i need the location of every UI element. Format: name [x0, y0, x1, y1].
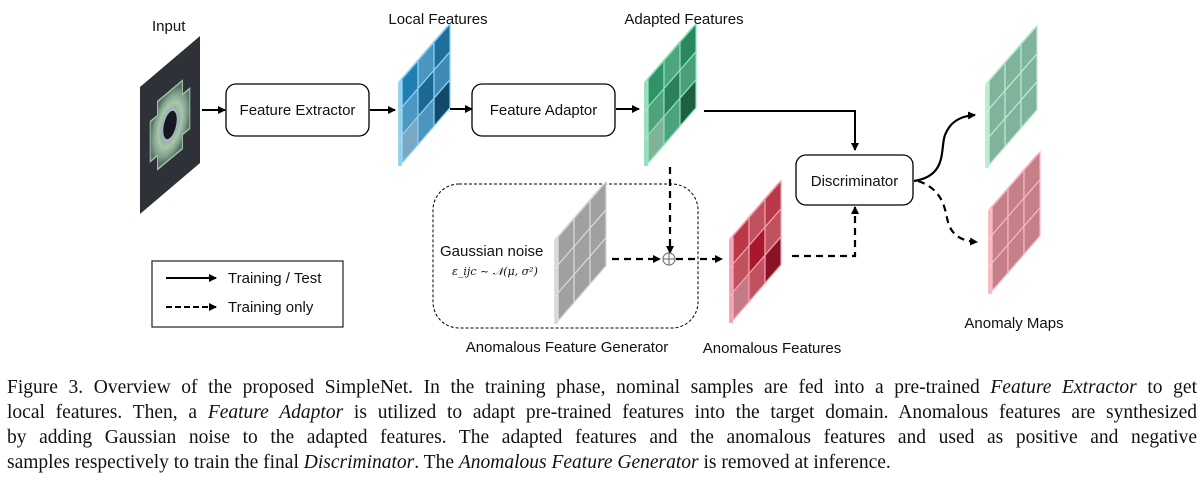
grid-side-segment	[397, 109, 403, 139]
caption-line: Figure 3. Overview of the proposed Simpl…	[7, 375, 1197, 400]
grid-side-segment	[728, 266, 734, 296]
anomalous-anomaly-map-grid	[987, 150, 1041, 295]
input-image	[140, 36, 200, 214]
arrow-anomalous-to-discriminator	[792, 206, 859, 258]
add-operator-icon	[662, 252, 676, 266]
caption-text: to get	[1136, 377, 1197, 398]
grid-side-segment	[984, 111, 990, 141]
legend: Training / Test Training only	[151, 260, 344, 328]
caption-text: is removed at inference.	[698, 452, 891, 473]
legend-dashed-label: Training only	[228, 299, 314, 316]
feature-adaptor-label: Feature Adaptor	[490, 102, 598, 119]
anomaly-maps-label: Anomaly Maps	[964, 315, 1063, 332]
legend-solid-label: Training / Test	[228, 270, 322, 287]
caption-text: samples respectively to train the final	[7, 452, 304, 473]
caption-text: is utilized to adapt pre-trained feature…	[343, 402, 1197, 423]
input-image-part	[149, 79, 191, 171]
grid-side-segment	[553, 267, 559, 297]
caption-emphasis: Feature Extractor	[990, 377, 1137, 398]
anomalous-feature-generator-label: Anomalous Feature Generator	[466, 339, 669, 356]
grid-cell	[433, 78, 451, 128]
noise-formula: ε_ijc ~ 𝒩(μ, σ²)	[452, 265, 538, 278]
adapted-features-label: Adapted Features	[624, 11, 743, 28]
discriminator-box: Discriminator	[795, 154, 914, 206]
feature-adaptor-box: Feature Adaptor	[471, 83, 616, 137]
grid-side-segment	[553, 239, 559, 269]
grid-side-segment	[987, 209, 993, 239]
caption-emphasis: Discriminator	[303, 452, 415, 473]
grid-side-segment	[643, 109, 649, 139]
figure-caption: Figure 3. Overview of the proposed Simpl…	[7, 375, 1197, 475]
simplenet-diagram: Input Feature Extractor Local Features F…	[140, 11, 1064, 357]
legend-box	[151, 260, 344, 328]
grid-side-segment	[643, 137, 649, 167]
caption-line: samples respectively to train the final …	[7, 450, 1197, 475]
grid-side-segment	[984, 139, 990, 169]
feature-extractor-label: Feature Extractor	[240, 102, 356, 119]
feature-extractor-box: Feature Extractor	[225, 83, 370, 137]
anomalous-features-grid	[728, 179, 782, 324]
grid-side-segment	[987, 237, 993, 267]
grid-side-segment	[728, 238, 734, 268]
caption-text: Figure 3. Overview of the proposed Simpl…	[7, 377, 991, 398]
input-label: Input	[152, 18, 186, 35]
grid-side-segment	[987, 265, 993, 295]
caption-text: local features. Then, a	[7, 402, 208, 423]
grid-side-segment	[553, 295, 559, 325]
grid-side-segment	[984, 83, 990, 113]
grid-cell	[764, 235, 782, 285]
local-features-label: Local Features	[388, 11, 487, 28]
discriminator-label: Discriminator	[811, 173, 899, 190]
grid-side-segment	[397, 81, 403, 111]
arrow-discriminator-to-normal-map	[913, 111, 976, 183]
caption-emphasis: Anomalous Feature Generator	[458, 452, 699, 473]
caption-line: local features. Then, a Feature Adaptor …	[7, 400, 1197, 425]
caption-emphasis: Feature Adaptor	[207, 402, 344, 423]
grid-side-segment	[397, 137, 403, 167]
caption-text: . The	[414, 452, 459, 473]
grid-cell	[679, 78, 697, 128]
caption-line: by adding Gaussian noise to the adapted …	[7, 425, 1197, 450]
adapted-features-grid	[643, 22, 697, 167]
arrow-discriminator-to-anomaly-map	[917, 179, 978, 246]
gaussian-noise-grid	[553, 180, 607, 325]
anomalous-features-label: Anomalous Features	[703, 340, 841, 357]
grid-side-segment	[728, 294, 734, 324]
grid-cell	[1023, 206, 1041, 256]
anomalous-feature-generator-box	[432, 183, 699, 329]
caption-text: by adding Gaussian noise to the adapted …	[7, 427, 1197, 448]
grid-cell	[589, 236, 607, 286]
gaussian-noise-label: Gaussian noise	[440, 243, 543, 260]
arrow-adapted-to-discriminator	[704, 110, 859, 151]
grid-side-segment	[643, 81, 649, 111]
normal-anomaly-map-grid	[984, 24, 1038, 169]
local-features-grid	[397, 22, 451, 167]
grid-cell	[1020, 80, 1038, 130]
